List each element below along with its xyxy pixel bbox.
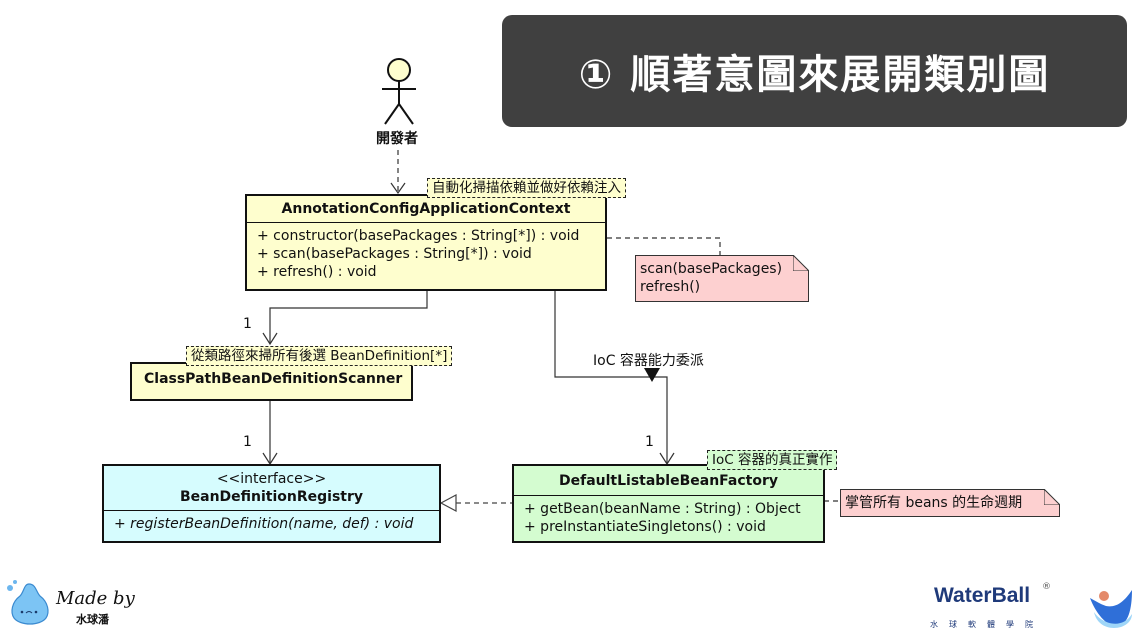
method-scan: + scan(basePackages : String[*]) : void [257,246,532,262]
made-by-text: Made by [56,588,135,609]
realization-arrow [439,494,512,512]
constructor-note: scan(basePackages) refresh() [635,255,809,302]
multiplicity-factory: 1 [645,434,654,450]
made-by-branding: Made by 水球潘 [4,578,154,633]
note-line: scan(basePackages) [640,261,783,277]
multiplicity-registry: 1 [243,434,252,450]
company-name: WaterBall [934,584,1031,607]
class-default-listable-bean-factory[interactable]: DefaultListableBeanFactory + getBean(bea… [512,464,825,543]
class-methods: + getBean(beanName : String) : Object + … [514,496,823,540]
delegation-label: IoC 容器能力委派 [593,353,704,369]
made-by-name: 水球潘 [76,613,109,626]
registered-mark: ® [1042,582,1051,592]
actor-figure-icon [382,58,416,125]
delegation-direction-icon [644,368,660,382]
method-constructor: + constructor(basePackages : String[*]) … [257,228,580,244]
water-drop-mascot-icon [7,580,49,625]
interface-bean-definition-registry[interactable]: <<interface>> BeanDefinitionRegistry + r… [102,464,441,543]
waterball-branding: WaterBall ® 水球軟體學院 [930,580,1132,635]
class-classpath-bean-definition-scanner[interactable]: ClassPathBeanDefinitionScanner [130,362,413,401]
constructor-note-connector [592,234,721,255]
method-get-bean: + getBean(beanName : String) : Object [524,501,801,517]
class-methods: + registerBeanDefinition(name, def) : vo… [104,511,439,537]
note-corner-icon [793,255,809,271]
slide-title: ① 順著意圖來展開類別圖 [578,52,1051,98]
context-factory-delegation [554,291,675,466]
class-name: DefaultListableBeanFactory [558,473,779,489]
class-methods: + constructor(basePackages : String[*]) … [247,223,605,285]
factory-tag: IoC 容器的真正實作 [707,450,838,470]
method-pre-instantiate-singletons: + preInstantiateSingletons() : void [524,519,766,535]
class-name: AnnotationConfigApplicationContext [281,201,571,217]
waterball-logo-icon [1090,590,1132,628]
multiplicity-scanner: 1 [243,316,252,332]
factory-note: 掌管所有 beans 的生命週期 [840,489,1060,517]
actor-label: 開發者 [376,131,418,147]
note-line: refresh() [640,279,701,295]
context-scanner-association [262,291,428,346]
slide-title-banner: ① 順著意圖來展開類別圖 [502,15,1127,127]
note-corner-icon [1044,489,1060,505]
class-annotation-config-application-context[interactable]: AnnotationConfigApplicationContext + con… [245,194,607,291]
actor-dependency-arrow [390,150,406,195]
stereotype: <<interface>> [216,471,327,487]
class-name: BeanDefinitionRegistry [179,489,364,505]
context-tag: 自動化掃描依賴並做好依賴注入 [427,178,626,198]
class-name: ClassPathBeanDefinitionScanner [144,371,403,387]
company-subtitle: 水球軟體學院 [930,620,1044,629]
scanner-tag: 從類路徑來掃所有後選 BeanDefinition[*] [186,346,453,366]
method-refresh: + refresh() : void [257,264,377,280]
scanner-registry-association [262,401,278,466]
note-text: 掌管所有 beans 的生命週期 [845,495,1023,511]
method-register-bean-definition: + registerBeanDefinition(name, def) : vo… [114,516,414,532]
